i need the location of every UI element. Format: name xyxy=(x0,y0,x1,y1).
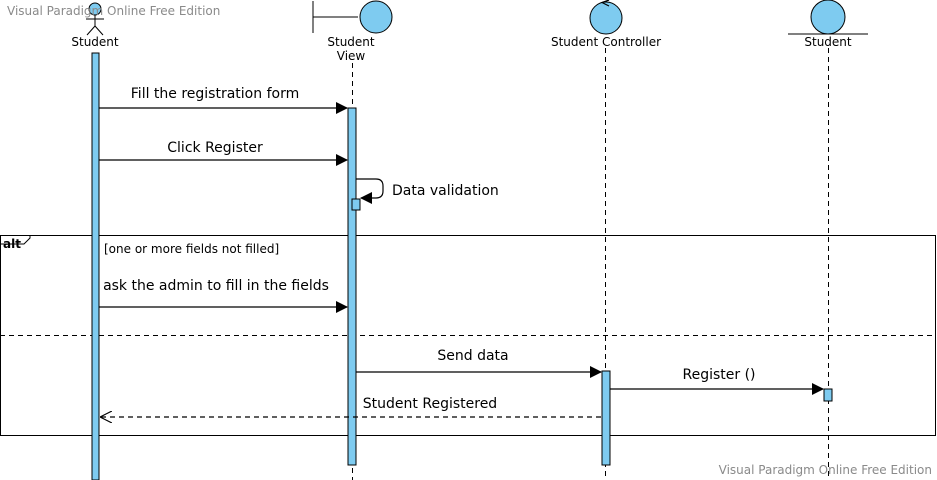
message-label: Register () xyxy=(682,367,755,383)
activation-student-entity[interactable] xyxy=(823,388,833,402)
message-arrow xyxy=(356,178,384,204)
watermark-top: Visual Paradigm Online Free Edition xyxy=(7,4,221,18)
boundary-label-line-2: View xyxy=(337,49,366,63)
message-ask-admin[interactable]: ask the admin to fill in the fields xyxy=(99,278,348,313)
message-student-registered[interactable]: Student Registered xyxy=(101,396,601,417)
message-send-data[interactable]: Send data xyxy=(356,348,602,378)
actor-icon xyxy=(86,2,104,36)
message-data-validation[interactable]: Data validation xyxy=(356,178,499,204)
message-label: ask the admin to fill in the fields xyxy=(103,278,329,294)
message-label: Click Register xyxy=(167,140,263,156)
fragment-operator-tab xyxy=(0,235,31,245)
message-label: Send data xyxy=(437,348,508,364)
message-label: Student Registered xyxy=(363,396,497,412)
activation-student-view-self[interactable] xyxy=(351,198,361,211)
control-icon xyxy=(589,0,623,35)
entity-label: Student xyxy=(804,35,852,49)
control-student-controller[interactable]: Student Controller xyxy=(551,0,661,49)
fragment-guard: [one or more fields not filled] xyxy=(104,242,279,256)
boundary-label-line-1: Student xyxy=(327,35,375,49)
boundary-icon xyxy=(312,0,393,34)
entity-student[interactable]: Student xyxy=(788,0,868,49)
boundary-student-view[interactable]: Student View xyxy=(312,0,393,63)
watermark-bottom: Visual Paradigm Online Free Edition xyxy=(718,463,932,477)
message-label: Fill the registration form xyxy=(131,86,299,102)
fragment-operator: alt xyxy=(3,237,21,251)
alt-fragment[interactable]: alt [one or more fields not filled] xyxy=(0,235,936,436)
activation-student-view[interactable] xyxy=(347,107,357,466)
message-click-register[interactable]: Click Register xyxy=(99,140,348,166)
actor-student-label: Student xyxy=(71,35,119,49)
entity-icon xyxy=(788,0,868,35)
actor-student[interactable]: Student xyxy=(71,2,119,49)
control-label: Student Controller xyxy=(551,35,661,49)
activation-student-controller[interactable] xyxy=(601,370,611,466)
message-fill-registration-form[interactable]: Fill the registration form xyxy=(99,86,348,114)
message-register[interactable]: Register () xyxy=(610,367,824,395)
message-label: Data validation xyxy=(392,183,499,199)
activation-student-actor[interactable] xyxy=(91,52,100,480)
